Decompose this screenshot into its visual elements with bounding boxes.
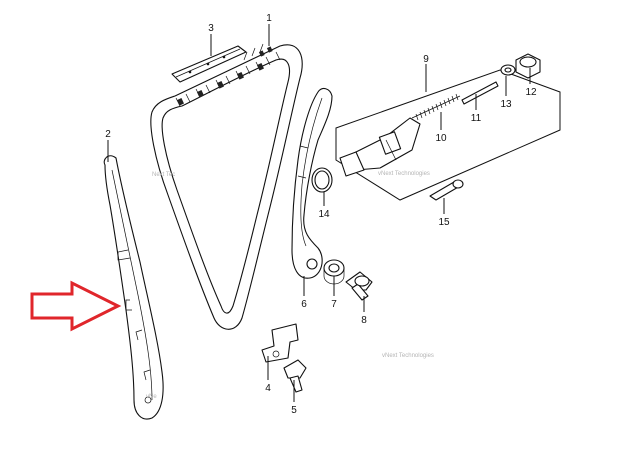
callout-8: 8 bbox=[361, 315, 367, 326]
callout-4: 4 bbox=[265, 383, 271, 394]
leader-lines bbox=[107, 24, 531, 402]
callout-9: 9 bbox=[423, 54, 429, 65]
tensioner-guide bbox=[291, 87, 333, 279]
callout-1: 1 bbox=[266, 13, 272, 24]
watermark-1: Next Tec bbox=[152, 172, 175, 178]
watermark-3: vNext Technologies bbox=[382, 353, 434, 359]
timing-chain bbox=[150, 43, 303, 330]
callout-15: 15 bbox=[438, 217, 450, 228]
watermarks: Next Tec vNext Technologies vNext Techno… bbox=[146, 171, 434, 400]
upper-chain-guide bbox=[171, 45, 247, 83]
chain-guide-left bbox=[103, 155, 164, 420]
tensioner-assembly-box bbox=[335, 53, 561, 201]
callout-3: 3 bbox=[208, 23, 214, 34]
callout-numbers: 1 3 2 9 10 11 13 12 14 15 6 7 8 4 5 bbox=[105, 13, 537, 416]
bolt-8 bbox=[345, 271, 373, 301]
callout-6: 6 bbox=[301, 299, 307, 310]
callout-5: 5 bbox=[291, 405, 297, 416]
o-ring bbox=[311, 167, 333, 193]
red-arrow-pointer bbox=[30, 280, 122, 332]
bolt-5 bbox=[283, 359, 307, 393]
callout-10: 10 bbox=[435, 133, 447, 144]
watermark-2: vNext Technologies bbox=[378, 171, 430, 177]
callout-13: 13 bbox=[500, 99, 512, 110]
callout-2: 2 bbox=[105, 129, 111, 140]
callout-14: 14 bbox=[318, 209, 330, 220]
bracket bbox=[261, 323, 299, 363]
spring bbox=[411, 93, 461, 121]
watermark-4: vNe bbox=[146, 394, 157, 400]
callout-7: 7 bbox=[331, 299, 337, 310]
collar bbox=[323, 259, 345, 285]
callout-12: 12 bbox=[525, 87, 537, 98]
callout-11: 11 bbox=[471, 113, 482, 124]
